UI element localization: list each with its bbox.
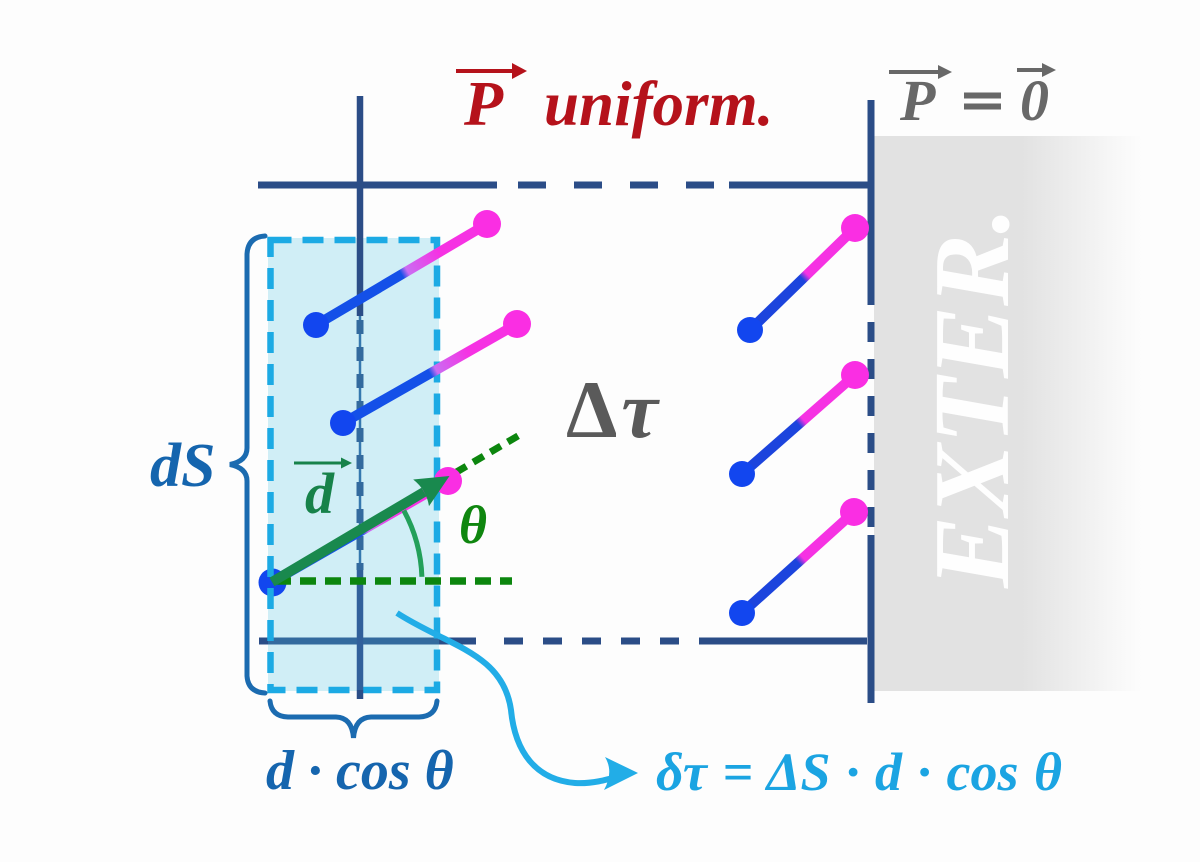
- svg-text:d · cos θ: d · cos θ: [266, 740, 454, 802]
- svg-text:uniform.: uniform.: [544, 69, 773, 139]
- svg-text:Δτ: Δτ: [566, 364, 660, 455]
- svg-text:EXTER.: EXTER.: [913, 207, 1032, 589]
- svg-text:P: P: [899, 68, 936, 133]
- svg-text:θ: θ: [459, 495, 487, 555]
- svg-text:d: d: [305, 461, 335, 526]
- svg-text:dS: dS: [150, 432, 215, 500]
- svg-text:0: 0: [1020, 68, 1049, 133]
- svg-text:δτ = ΔS · d · cos θ: δτ = ΔS · d · cos θ: [656, 742, 1062, 802]
- svg-text:P: P: [463, 68, 504, 139]
